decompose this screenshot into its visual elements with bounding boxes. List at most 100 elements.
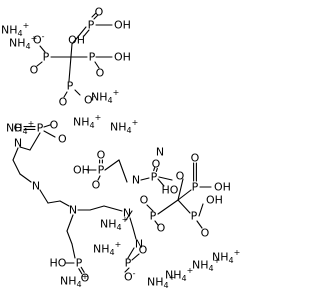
bond-line: [124, 267, 130, 273]
bond-line: [12, 147, 19, 161]
atom-label-OH: OH: [206, 194, 223, 207]
oxide-anion-label: O-: [84, 92, 96, 107]
atom-label-O: O: [157, 222, 166, 235]
double-bond-line: [153, 167, 156, 172]
bond-line: [71, 243, 76, 259]
bond-line: [118, 159, 128, 183]
ammonium-ion-label: NH4+: [100, 215, 128, 232]
ammonium-ion-label: NH4+: [6, 119, 34, 136]
ammonium-ion-label: NH4+: [73, 113, 101, 130]
bond-line: [127, 247, 135, 259]
atom-label-OH: OH: [114, 51, 131, 64]
atom-label-N: N: [123, 207, 131, 220]
bond-line: [158, 176, 173, 181]
charge-superscript: -: [93, 92, 96, 101]
oxide-anion-label: O-: [33, 32, 45, 47]
atom-label-P: P: [76, 257, 83, 270]
atom-label-OH: OH: [73, 164, 90, 177]
ammonium-ion-label: NH4+: [9, 34, 37, 51]
bond-line: [177, 199, 191, 214]
atom-label-HO: HO: [50, 257, 67, 270]
bond-line: [177, 189, 192, 201]
atom-label-N: N: [14, 137, 22, 150]
ammonium-ion-label: NH4+: [91, 88, 119, 105]
atom-label-N: N: [32, 180, 40, 193]
bond-line: [59, 200, 70, 207]
atom-label-P: P: [191, 210, 198, 223]
atom-label-P: P: [67, 80, 74, 93]
atom-label-O: O: [152, 158, 161, 171]
bond-line: [68, 43, 73, 82]
bond-line: [66, 214, 74, 232]
atom-label-N: N: [69, 204, 77, 217]
atom-label-O: O: [81, 272, 90, 285]
bond-line: [89, 205, 105, 211]
bond-line: [140, 177, 150, 181]
bond-line: [12, 159, 21, 175]
atom-label-O: O: [50, 119, 59, 132]
atom-label-OH: OH: [214, 181, 231, 194]
double-bond-line: [91, 12, 97, 18]
ammonium-ion-label: NH4+: [192, 256, 220, 273]
atom-label-P: P: [125, 257, 132, 270]
atom-label-P: P: [192, 181, 199, 194]
atom-label-OH: OH: [68, 34, 85, 47]
bond-line: [177, 178, 184, 201]
atom-label-HO: HO: [162, 184, 179, 197]
atom-label-O: O: [14, 122, 23, 135]
bond-line: [94, 61, 100, 69]
bond-line: [196, 220, 203, 229]
oxide-anion-label: O-: [124, 269, 136, 284]
bond-line: [157, 178, 165, 187]
bond-line: [47, 200, 61, 204]
atom-label-O: O: [140, 194, 149, 207]
atom-label-P: P: [89, 51, 96, 64]
bond-line: [97, 175, 101, 181]
ammonium-ion-label: NH4+: [147, 273, 175, 290]
atom-label-P: P: [151, 171, 158, 184]
bond-line: [71, 26, 87, 45]
bond-line: [39, 189, 49, 204]
ammonium-ion-label: NH4+: [1, 21, 29, 38]
bond-line: [154, 220, 159, 226]
bond-line: [146, 204, 154, 212]
atom-label-N: N: [132, 174, 140, 187]
atom-label-O: O: [92, 179, 101, 192]
bond-line: [103, 205, 123, 212]
bond-line: [198, 203, 204, 217]
atom-label-P: P: [98, 164, 105, 177]
bond-line: [66, 230, 73, 245]
bond-line: [19, 146, 31, 151]
atom-label-P: P: [88, 19, 95, 32]
atom-label-P: P: [43, 51, 50, 64]
bond-line: [43, 124, 51, 128]
bond-line: [157, 199, 179, 215]
bond-line: [19, 173, 32, 183]
atom-label-OH: OH: [114, 19, 131, 32]
double-bond-line: [78, 268, 83, 275]
ammonium-ion-label: NH4+: [93, 240, 121, 257]
bond-line: [129, 217, 134, 229]
atom-label-O: O: [59, 96, 68, 109]
bond-line: [125, 210, 133, 221]
bond-line: [104, 159, 120, 171]
atom-label-O: O: [139, 244, 148, 257]
ammonium-ion-label: NH4+: [212, 248, 240, 265]
atom-label-N: N: [135, 238, 143, 251]
atom-label-N: N: [156, 146, 164, 159]
charge-superscript: -: [133, 269, 136, 278]
ammonium-ion-label: NH4+: [60, 272, 88, 289]
ammonium-ion-label: NH4+: [165, 266, 193, 283]
atom-label-O: O: [201, 227, 210, 240]
charge-superscript: -: [42, 32, 45, 41]
atom-label-O: O: [96, 67, 105, 80]
bond-line: [131, 253, 140, 261]
atom-label-O: O: [176, 170, 185, 183]
atom-label-P: P: [37, 122, 44, 135]
bond-line: [43, 130, 56, 138]
atom-label-O: O: [191, 152, 200, 165]
bond-line: [83, 29, 90, 37]
bond-line: [132, 227, 137, 240]
